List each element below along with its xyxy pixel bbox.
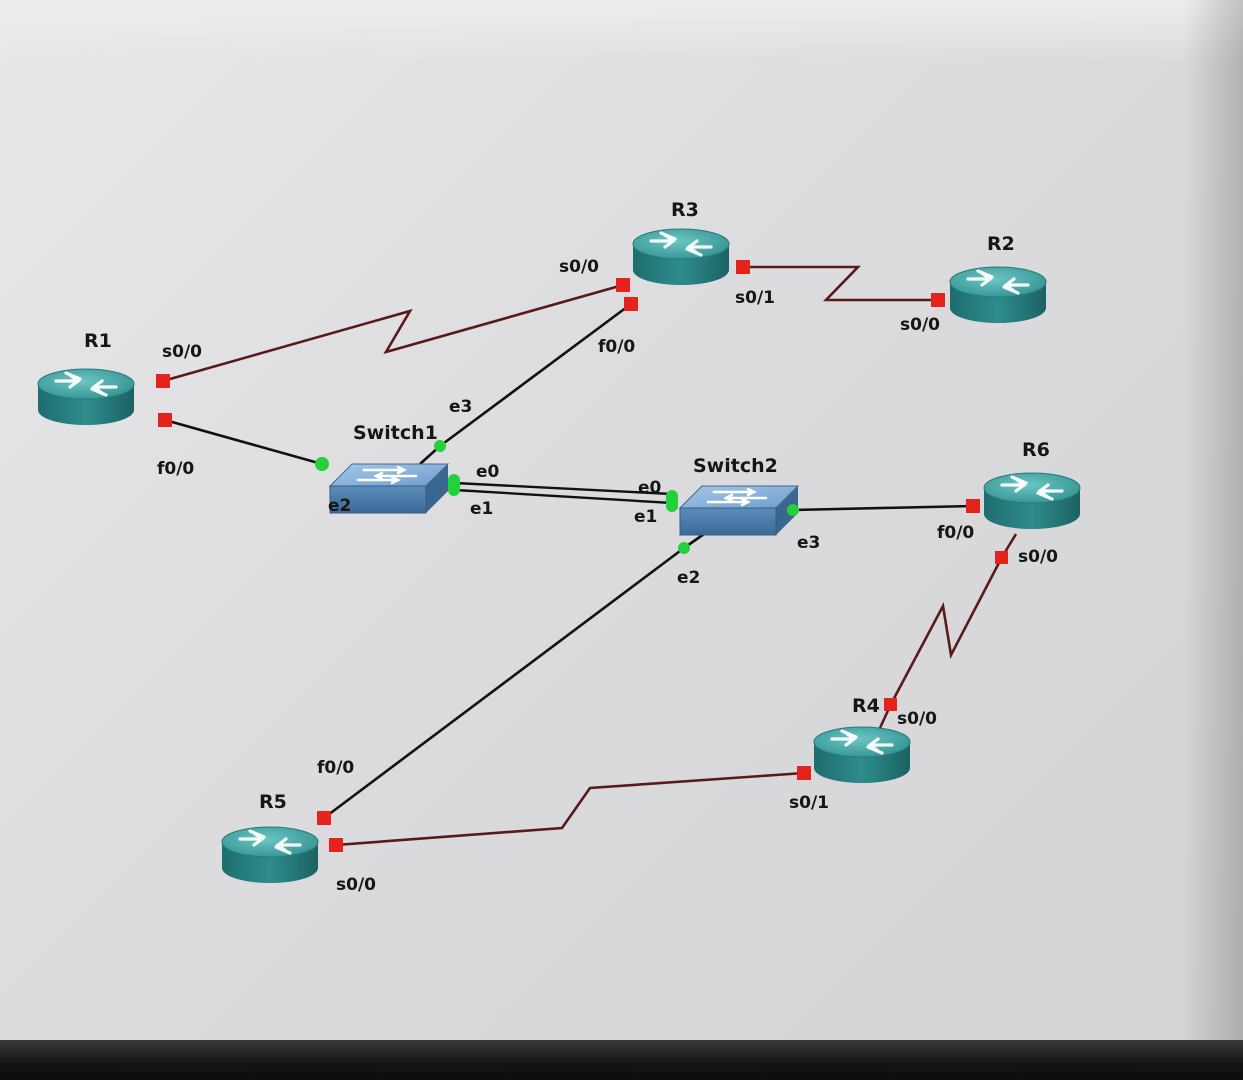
port-marker-r4-s01[interactable]	[797, 766, 811, 780]
port-marker-sw1-e3[interactable]	[434, 440, 446, 452]
router-r2[interactable]	[948, 265, 1048, 325]
ethernet-link-switch2-r5[interactable]	[323, 546, 685, 820]
router-icon	[948, 265, 1048, 325]
port-label-r3-s01: s0/1	[735, 288, 775, 308]
links-layer	[162, 265, 1018, 847]
port-label-sw1-e0: e0	[476, 462, 500, 482]
serial-link-r1-r3[interactable]	[162, 283, 624, 383]
node-labels: R1 R3 R2 R6 R4 R5 Switch1 Switch2	[84, 199, 1050, 813]
port-marker-r1-f00[interactable]	[158, 413, 172, 427]
ethernet-port-markers	[315, 440, 799, 554]
ethernet-switch-icon	[678, 484, 800, 537]
port-marker-r4-s00[interactable]	[884, 698, 897, 711]
port-label-r2-s00: s0/0	[900, 315, 940, 335]
serial-port-markers	[156, 260, 1008, 852]
port-label-r1-s00: s0/0	[162, 342, 202, 362]
serial-link-r4-r5[interactable]	[335, 771, 805, 847]
node-label-r3: R3	[671, 199, 699, 221]
monitor-bezel	[0, 1040, 1243, 1080]
node-label-r5: R5	[259, 791, 287, 813]
port-label-r5-f00: f0/0	[317, 758, 354, 778]
node-label-r6: R6	[1022, 439, 1050, 461]
port-label-r3-f00: f0/0	[598, 337, 635, 357]
port-label-sw1-e1: e1	[470, 499, 493, 519]
port-label-r4-s01: s0/1	[789, 793, 829, 813]
port-label-r6-s00: s0/0	[1018, 547, 1058, 567]
router-icon	[220, 825, 320, 885]
port-marker-sw1-e2[interactable]	[315, 457, 329, 471]
router-icon	[982, 471, 1082, 531]
router-r3[interactable]	[631, 227, 731, 287]
port-label-sw1-e2: e2	[328, 496, 351, 516]
port-labels: s0/0 f0/0 s0/0 s0/1 f0/0 s0/0 e3 e2 e0 e…	[157, 257, 1058, 895]
port-label-r3-s00: s0/0	[559, 257, 599, 277]
port-marker-r1-s00[interactable]	[156, 374, 170, 388]
ethernet-link-r3-switch1[interactable]	[439, 302, 632, 448]
port-marker-r2-s00[interactable]	[931, 293, 945, 307]
ethernet-link-sw1-e0-sw2-e0[interactable]	[454, 481, 673, 496]
port-label-sw2-e1: e1	[634, 507, 657, 527]
port-label-sw2-e2: e2	[677, 568, 700, 588]
ethernet-link-sw1-e1-sw2-e1[interactable]	[454, 488, 673, 505]
router-icon	[812, 725, 912, 785]
router-icon	[631, 227, 731, 287]
router-r5[interactable]	[220, 825, 320, 885]
port-label-sw2-e3: e3	[797, 533, 820, 553]
node-label-switch1: Switch1	[353, 422, 438, 444]
node-label-r4: R4	[852, 695, 880, 717]
port-label-r6-f00: f0/0	[937, 523, 974, 543]
node-label-r2: R2	[987, 233, 1015, 255]
port-marker-sw2-e3[interactable]	[787, 504, 799, 516]
port-label-r1-f00: f0/0	[157, 459, 194, 479]
switch-switch2[interactable]	[678, 484, 800, 537]
port-marker-r5-s00[interactable]	[329, 838, 343, 852]
port-marker-sw1-e0-e1[interactable]	[448, 474, 460, 496]
ethernet-link-switch2-r6[interactable]	[792, 504, 974, 512]
port-marker-r5-f00[interactable]	[317, 811, 331, 825]
port-label-r4-s00: s0/0	[897, 709, 937, 729]
port-marker-r3-s01[interactable]	[736, 260, 750, 274]
port-marker-r3-s00[interactable]	[616, 278, 630, 292]
serial-link-r6-r4[interactable]	[889, 556, 1004, 705]
port-marker-r6-s00[interactable]	[995, 551, 1008, 564]
ethernet-link-r1-switch1[interactable]	[164, 418, 323, 466]
port-label-r5-s00: s0/0	[336, 875, 376, 895]
serial-link-r3-r2[interactable]	[743, 265, 938, 302]
port-label-sw1-e3: e3	[449, 397, 472, 417]
port-marker-r6-f00[interactable]	[966, 499, 980, 513]
router-r4[interactable]	[812, 725, 912, 785]
node-label-r1: R1	[84, 330, 112, 352]
router-icon	[36, 367, 136, 427]
port-marker-sw2-e2[interactable]	[678, 542, 690, 554]
screen-shade	[1183, 0, 1243, 1040]
screen-glare	[0, 0, 1243, 60]
port-label-sw2-e0: e0	[638, 478, 662, 498]
router-r1[interactable]	[36, 367, 136, 427]
port-marker-sw2-e0-e1[interactable]	[666, 490, 678, 512]
port-marker-r3-f00[interactable]	[624, 297, 638, 311]
router-r6[interactable]	[982, 471, 1082, 531]
node-label-switch2: Switch2	[693, 455, 778, 477]
